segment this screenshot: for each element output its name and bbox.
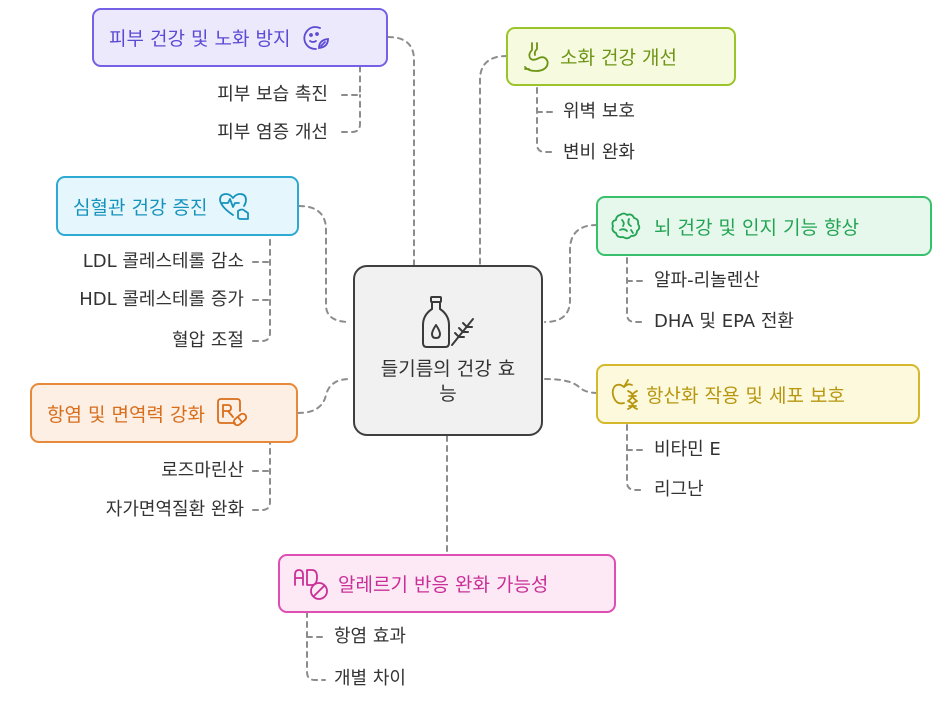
connector-digest <box>479 55 508 266</box>
leaf-allergy-2: 개별 차이 <box>334 668 406 689</box>
connector-heart <box>298 205 351 323</box>
topic-allergy: 알레르기 반응 완화 가능성 <box>278 554 616 613</box>
leaf-brain-2: DHA 및 EPA 전환 <box>654 311 794 332</box>
leaf-digest-2: 변비 완화 <box>563 142 635 163</box>
connector-immune-2 <box>252 442 271 511</box>
connector-skin <box>387 36 415 266</box>
topic-heart-label: 심혈관 건강 증진 <box>73 196 208 219</box>
topic-immune: 항염 및 면역력 강화 <box>30 383 298 443</box>
brain-icon <box>610 211 642 241</box>
leaf-skin-2: 피부 염증 개선 <box>217 122 328 143</box>
connector-allergy-2 <box>306 611 326 681</box>
connector-antiox <box>544 378 598 394</box>
topic-brain-label: 뇌 건강 및 인지 기능 향상 <box>654 216 859 239</box>
connector-antiox-2 <box>626 424 646 491</box>
prescription-pill-icon <box>215 397 249 429</box>
connector-heart-3 <box>252 235 271 342</box>
leaf-antiox-2: 리그난 <box>654 479 704 500</box>
topic-antiox: 항산화 작용 및 세포 보호 <box>596 364 920 424</box>
leaf-heart-2: HDL 콜레스테롤 증가 <box>79 289 244 310</box>
leaf-heart-3: 혈압 조절 <box>172 330 244 351</box>
face-leaf-icon <box>302 24 330 52</box>
leaf-allergy-1: 항염 효과 <box>334 626 406 647</box>
topic-antiox-label: 항산화 작용 및 세포 보호 <box>646 384 845 407</box>
leaf-digest-1: 위벽 보호 <box>563 101 635 122</box>
leaf-brain-1: 알파-리놀렌산 <box>654 270 760 291</box>
leaf-antiox-1: 비타민 E <box>654 439 721 460</box>
topic-heart: 심혈관 건강 증진 <box>56 176 299 236</box>
topic-digest: 소화 건강 개선 <box>506 27 736 86</box>
topic-immune-label: 항염 및 면역력 강화 <box>47 403 205 426</box>
center-node: 들기름의 건강 효능 <box>353 265 543 436</box>
leaf-heart-1: LDL 콜레스테롤 감소 <box>82 251 244 272</box>
topic-skin-label: 피부 건강 및 노화 방지 <box>109 28 291 50</box>
topic-brain: 뇌 건강 및 인지 기능 향상 <box>596 196 932 256</box>
oil-bottle-herb-icon <box>422 295 474 348</box>
connector-digest-2 <box>536 87 554 153</box>
leaf-immune-2: 자가면역질환 완화 <box>105 499 244 520</box>
connector-brain-2 <box>626 257 646 323</box>
leaf-immune-1: 로즈마린산 <box>161 460 244 481</box>
center-title: 들기름의 건강 효능 <box>380 357 516 405</box>
connector-immune <box>297 378 351 414</box>
leaf-skin-1: 피부 보습 촉진 <box>217 84 328 105</box>
allergen-free-icon <box>292 567 332 601</box>
fruit-dna-icon <box>610 377 640 411</box>
topic-allergy-label: 알레르기 반응 완화 가능성 <box>338 574 549 596</box>
connector-skin-1 <box>341 66 361 96</box>
topic-skin: 피부 건강 및 노화 방지 <box>92 8 388 67</box>
connector-skin-2 <box>341 94 361 133</box>
topic-digest-label: 소화 건강 개선 <box>560 47 677 69</box>
heart-pulse-icon <box>217 191 251 221</box>
connector-brain <box>544 224 598 323</box>
stomach-icon <box>522 41 552 73</box>
